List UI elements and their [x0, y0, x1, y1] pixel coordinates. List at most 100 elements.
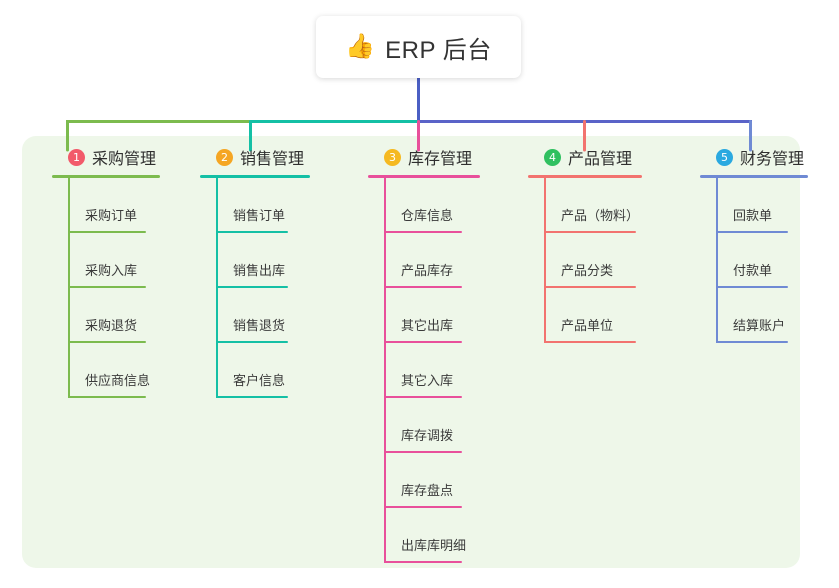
- leaf-node-label: 产品（物料）: [561, 208, 640, 223]
- leaf-underline: [716, 341, 788, 343]
- leaf-underline: [384, 341, 462, 343]
- leaf-underline: [544, 286, 636, 288]
- leaf-underline: [716, 286, 788, 288]
- leaf-connector: [384, 398, 386, 453]
- leaf-underline: [68, 341, 146, 343]
- diagram-panel: [22, 136, 800, 568]
- leaf-node-label: 销售退货: [233, 318, 286, 333]
- leaf-node[interactable]: 其它出库: [368, 288, 480, 343]
- column-库存管理: 3 库存管理仓库信息产品库存其它出库其它入库库存调拨库存盘点出库库明细: [368, 146, 480, 563]
- column-title: 财务管理: [740, 151, 805, 168]
- leaf-underline: [384, 396, 462, 398]
- leaf-node-label: 付款单: [733, 263, 773, 278]
- leaf-node[interactable]: 销售出库: [200, 233, 310, 288]
- column-index-badge: 3: [384, 148, 401, 166]
- column-index-badge: 2: [216, 148, 233, 166]
- leaf-node-label: 产品分类: [561, 263, 614, 278]
- leaf-connector: [384, 508, 386, 563]
- column-header[interactable]: 3 库存管理: [368, 146, 480, 168]
- leaf-connector: [216, 233, 218, 288]
- leaf-node-label: 出库库明细: [401, 538, 467, 553]
- leaf-node-label: 采购退货: [85, 318, 138, 333]
- leaf-node-label: 结算账户: [733, 318, 786, 333]
- leaf-node[interactable]: 库存盘点: [368, 453, 480, 508]
- leaf-node-label: 其它入库: [401, 373, 454, 388]
- leaf-underline: [384, 561, 462, 563]
- leaf-node-label: 库存盘点: [401, 483, 454, 498]
- leaf-underline: [68, 231, 146, 233]
- leaf-node[interactable]: 采购入库: [52, 233, 160, 288]
- leaf-underline: [68, 286, 146, 288]
- leaf-node[interactable]: 客户信息: [200, 343, 310, 398]
- leaf-connector: [716, 178, 718, 233]
- leaf-node[interactable]: 产品（物料）: [528, 178, 642, 233]
- leaf-node[interactable]: 采购退货: [52, 288, 160, 343]
- leaf-connector: [716, 288, 718, 343]
- leaf-node[interactable]: 仓库信息: [368, 178, 480, 233]
- column-children: 采购订单采购入库采购退货供应商信息: [52, 178, 160, 398]
- leaf-node[interactable]: 销售退货: [200, 288, 310, 343]
- leaf-node[interactable]: 供应商信息: [52, 343, 160, 398]
- leaf-node[interactable]: 产品单位: [528, 288, 642, 343]
- leaf-node-label: 仓库信息: [401, 208, 454, 223]
- leaf-node[interactable]: 库存调拨: [368, 398, 480, 453]
- leaf-underline: [384, 506, 462, 508]
- leaf-node-label: 销售订单: [233, 208, 286, 223]
- leaf-node[interactable]: 销售订单: [200, 178, 310, 233]
- leaf-connector: [216, 343, 218, 398]
- leaf-node[interactable]: 出库库明细: [368, 508, 480, 563]
- leaf-connector: [544, 233, 546, 288]
- leaf-connector: [544, 288, 546, 343]
- leaf-node[interactable]: 其它入库: [368, 343, 480, 398]
- leaf-connector: [384, 178, 386, 233]
- leaf-node-label: 产品单位: [561, 318, 614, 333]
- thumbs-up-icon: 👍: [345, 33, 376, 60]
- column-children: 销售订单销售出库销售退货客户信息: [200, 178, 310, 398]
- leaf-node-label: 客户信息: [233, 373, 286, 388]
- leaf-underline: [216, 396, 288, 398]
- leaf-node[interactable]: 结算账户: [700, 288, 808, 343]
- leaf-connector: [384, 343, 386, 398]
- column-underline: [700, 175, 808, 178]
- column-underline: [52, 175, 160, 178]
- leaf-node-label: 采购订单: [85, 208, 138, 223]
- leaf-underline: [544, 341, 636, 343]
- leaf-node[interactable]: 产品库存: [368, 233, 480, 288]
- leaf-connector: [68, 178, 70, 233]
- leaf-node-label: 销售出库: [233, 263, 286, 278]
- leaf-connector: [384, 288, 386, 343]
- leaf-underline: [216, 286, 288, 288]
- column-title: 产品管理: [568, 151, 633, 168]
- leaf-connector: [384, 233, 386, 288]
- leaf-underline: [216, 341, 288, 343]
- leaf-node-label: 库存调拨: [401, 428, 454, 443]
- leaf-node[interactable]: 产品分类: [528, 233, 642, 288]
- leaf-node-label: 产品库存: [401, 263, 454, 278]
- column-children: 产品（物料） 产品分类产品单位: [528, 178, 642, 343]
- root-node-title: ERP 后台: [385, 36, 492, 64]
- leaf-connector: [216, 288, 218, 343]
- leaf-underline: [216, 231, 288, 233]
- leaf-underline: [384, 286, 462, 288]
- leaf-underline: [544, 231, 636, 233]
- leaf-connector: [68, 288, 70, 343]
- leaf-node-label: 供应商信息: [85, 373, 151, 388]
- leaf-underline: [384, 231, 462, 233]
- column-title: 采购管理: [92, 151, 157, 168]
- column-children: 仓库信息产品库存其它出库其它入库库存调拨库存盘点出库库明细: [368, 178, 480, 563]
- column-title: 库存管理: [408, 151, 473, 168]
- root-node[interactable]: 👍 ERP 后台: [316, 16, 521, 78]
- leaf-node[interactable]: 付款单: [700, 233, 808, 288]
- leaf-node[interactable]: 采购订单: [52, 178, 160, 233]
- leaf-node[interactable]: 回款单: [700, 178, 808, 233]
- column-underline: [368, 175, 480, 178]
